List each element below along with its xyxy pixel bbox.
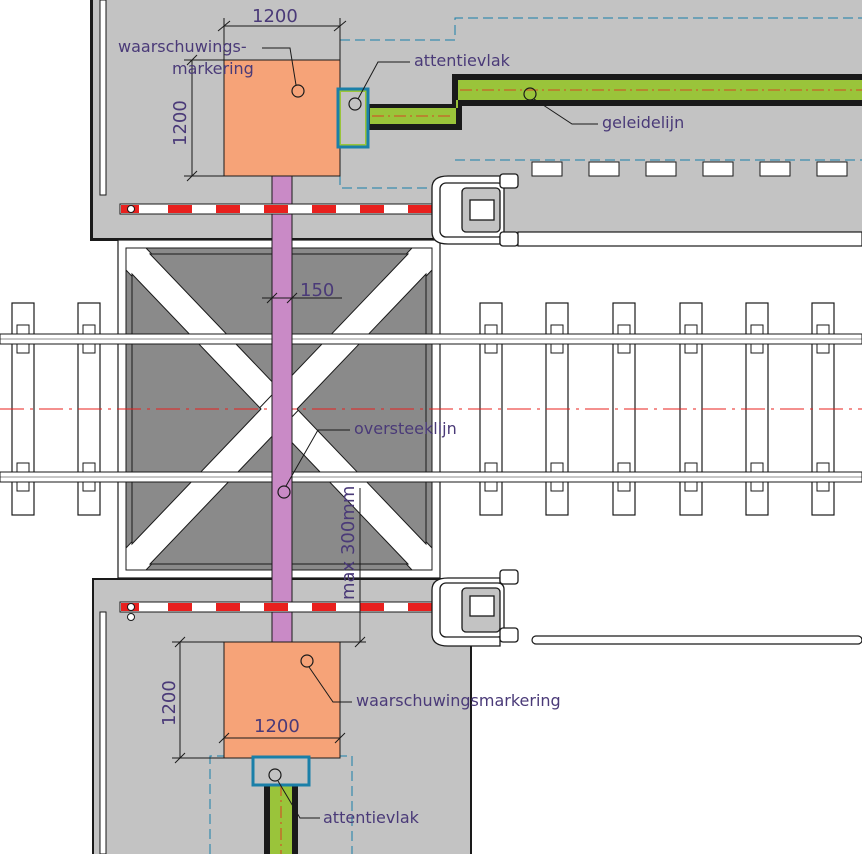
label-warning-top-line2: markering <box>172 59 254 78</box>
dash-marks-top <box>531 161 848 177</box>
dimension-bottom-width: 1200 <box>218 716 346 744</box>
dimension-top-width-text: 1200 <box>252 6 298 27</box>
dimension-path-width-text: 150 <box>300 280 334 301</box>
leader-warning-bottom <box>300 654 352 703</box>
label-attention-bottom: attentievlak <box>323 808 420 827</box>
label-warning-top-line1: waarschuwings- <box>118 37 247 56</box>
dimension-bottom-width-text: 1200 <box>254 716 300 737</box>
dimension-max-gap-text: max 300mm <box>338 486 359 600</box>
rail-left <box>0 333 862 345</box>
dimension-bottom-height: 1200 <box>159 636 224 764</box>
warning-marking-top <box>223 59 341 177</box>
warning-marking-bottom <box>223 641 341 759</box>
dimension-max-gap: max 300mm <box>338 486 366 648</box>
leader-attention-bottom <box>268 768 320 819</box>
leader-crossing-line <box>277 429 350 499</box>
barrier-mechanism-bottom <box>431 569 519 647</box>
guide-line-strip <box>368 74 862 130</box>
barrier-top <box>119 203 433 215</box>
rail-right <box>0 471 862 483</box>
leader-attention-top <box>348 61 410 111</box>
leader-warning-top <box>262 47 305 98</box>
guide-line-strip-bottom <box>264 784 298 854</box>
label-warning-bottom: waarschuwingsmarkering <box>356 691 561 710</box>
attention-tile-bottom <box>251 755 311 787</box>
dimension-bottom-height-text: 1200 <box>159 680 180 726</box>
label-attention-top: attentievlak <box>414 51 511 70</box>
barrier-mechanism-top <box>431 173 519 247</box>
dimension-top-height-text: 1200 <box>170 100 191 146</box>
label-crossing-line: oversteeklijn <box>354 419 457 438</box>
dimension-top-width: 1200 <box>217 6 347 60</box>
dimension-top-height: 1200 <box>170 54 224 182</box>
crossing-path <box>271 175 293 643</box>
leader-guide-line <box>523 87 598 125</box>
label-guide-line: geleidelijn <box>602 113 684 132</box>
dimension-path-width: 150 <box>262 280 342 304</box>
